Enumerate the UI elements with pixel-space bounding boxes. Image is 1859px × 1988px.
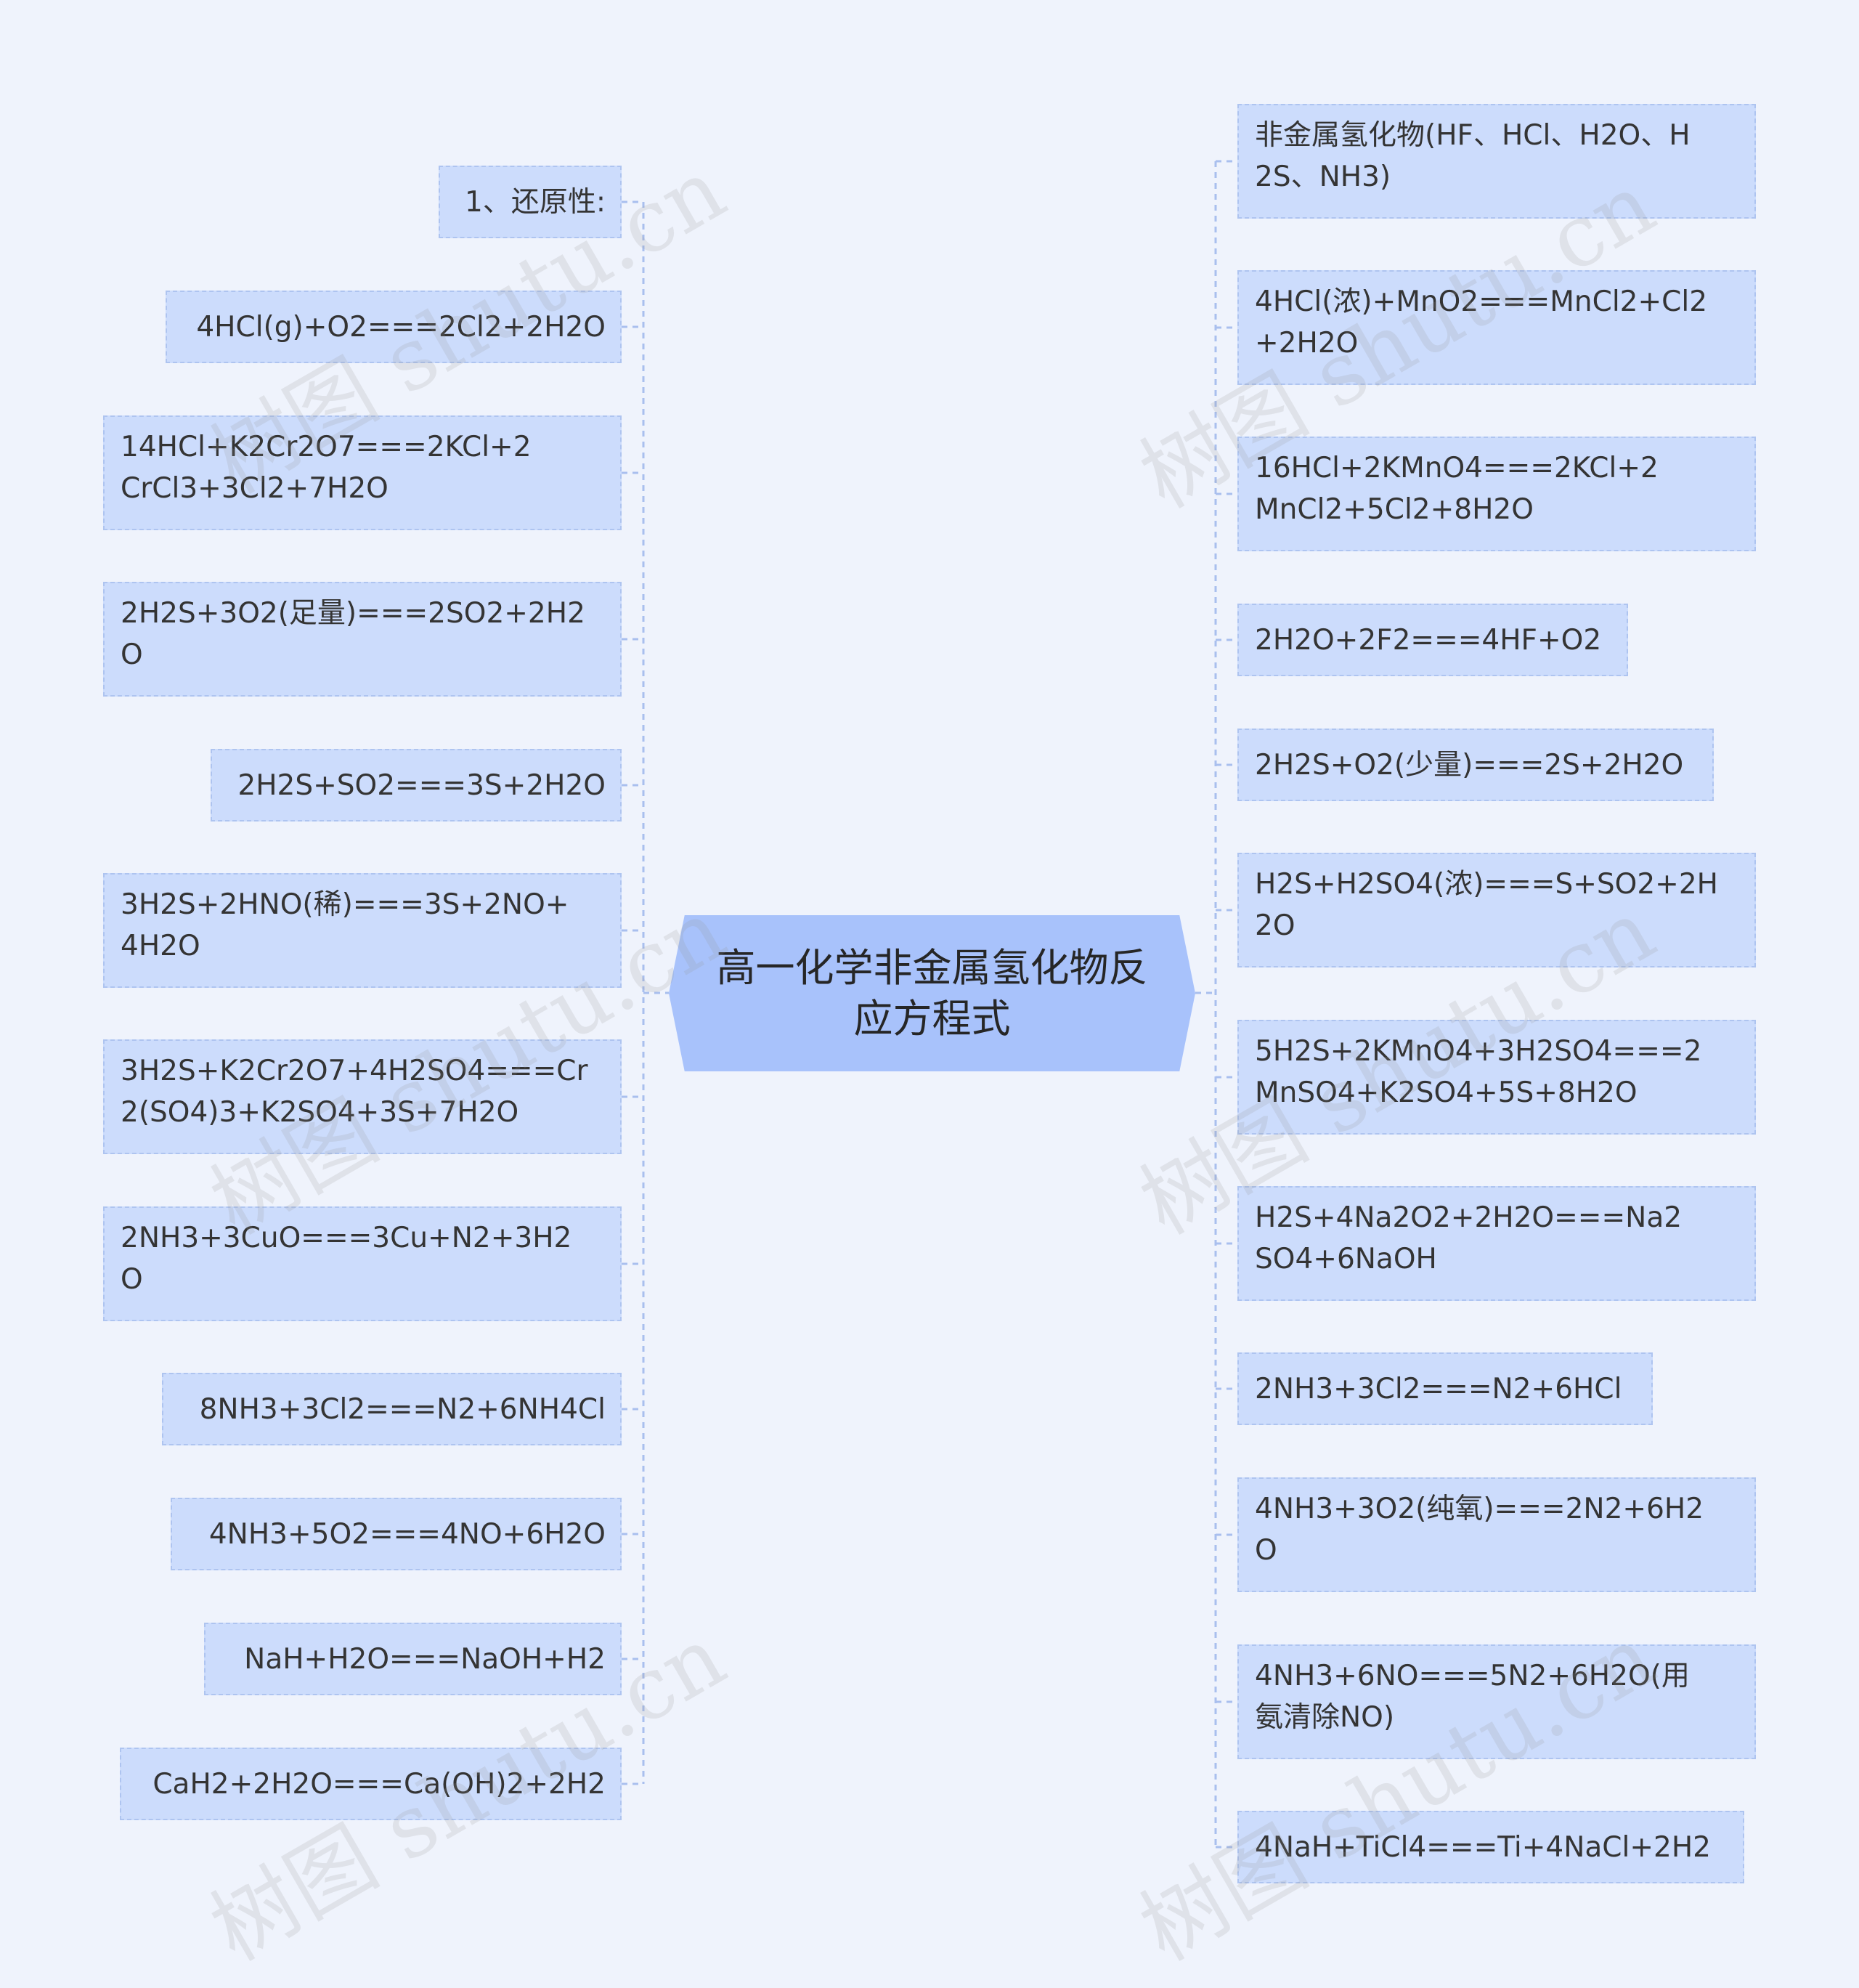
left-node-4[interactable]: 2H2S+3O2(足量)===2SO2+2H2 O	[103, 582, 622, 697]
left-node-1[interactable]: 1、还原性:	[439, 166, 622, 238]
left-node-5[interactable]: 2H2S+SO2===3S+2H2O	[211, 749, 622, 821]
left-node-6[interactable]: 3H2S+2HNO(稀)===3S+2NO+ 4H2O	[103, 873, 622, 988]
right-node-12[interactable]: 4NaH+TiCl4===Ti+4NaCl+2H2	[1237, 1811, 1744, 1883]
right-node-11[interactable]: 4NH3+6NO===5N2+6H2O(用 氨清除NO)	[1237, 1644, 1756, 1759]
left-node-10[interactable]: 4NH3+5O2===4NO+6H2O	[171, 1498, 622, 1570]
left-node-7[interactable]: 3H2S+K2Cr2O7+4H2SO4===Cr 2(SO4)3+K2SO4+3…	[103, 1039, 622, 1154]
right-node-7[interactable]: 5H2S+2KMnO4+3H2SO4===2 MnSO4+K2SO4+5S+8H…	[1237, 1020, 1756, 1135]
right-node-5[interactable]: 2H2S+O2(少量)===2S+2H2O	[1237, 729, 1714, 801]
left-node-9[interactable]: 8NH3+3Cl2===N2+6NH4Cl	[162, 1373, 622, 1445]
right-node-6[interactable]: H2S+H2SO4(浓)===S+SO2+2H 2O	[1237, 853, 1756, 967]
root-node[interactable]: 高一化学非金属氢化物反应方程式	[669, 915, 1195, 1071]
right-node-3[interactable]: 16HCl+2KMnO4===2KCl+2 MnCl2+5Cl2+8H2O	[1237, 437, 1756, 551]
right-node-8[interactable]: H2S+4Na2O2+2H2O===Na2 SO4+6NaOH	[1237, 1186, 1756, 1301]
right-node-1[interactable]: 非金属氢化物(HF、HCl、H2O、H 2S、NH3)	[1237, 104, 1756, 219]
right-node-4[interactable]: 2H2O+2F2===4HF+O2	[1237, 604, 1628, 676]
right-node-10[interactable]: 4NH3+3O2(纯氧)===2N2+6H2 O	[1237, 1477, 1756, 1592]
left-node-11[interactable]: NaH+H2O===NaOH+H2	[204, 1623, 622, 1695]
left-node-8[interactable]: 2NH3+3CuO===3Cu+N2+3H2 O	[103, 1206, 622, 1321]
right-node-9[interactable]: 2NH3+3Cl2===N2+6HCl	[1237, 1352, 1653, 1425]
left-node-12[interactable]: CaH2+2H2O===Ca(OH)2+2H2	[120, 1748, 622, 1820]
left-node-2[interactable]: 4HCl(g)+O2===2Cl2+2H2O	[166, 291, 622, 363]
right-node-2[interactable]: 4HCl(浓)+MnO2===MnCl2+Cl2 +2H2O	[1237, 270, 1756, 385]
left-node-3[interactable]: 14HCl+K2Cr2O7===2KCl+2 CrCl3+3Cl2+7H2O	[103, 415, 622, 530]
